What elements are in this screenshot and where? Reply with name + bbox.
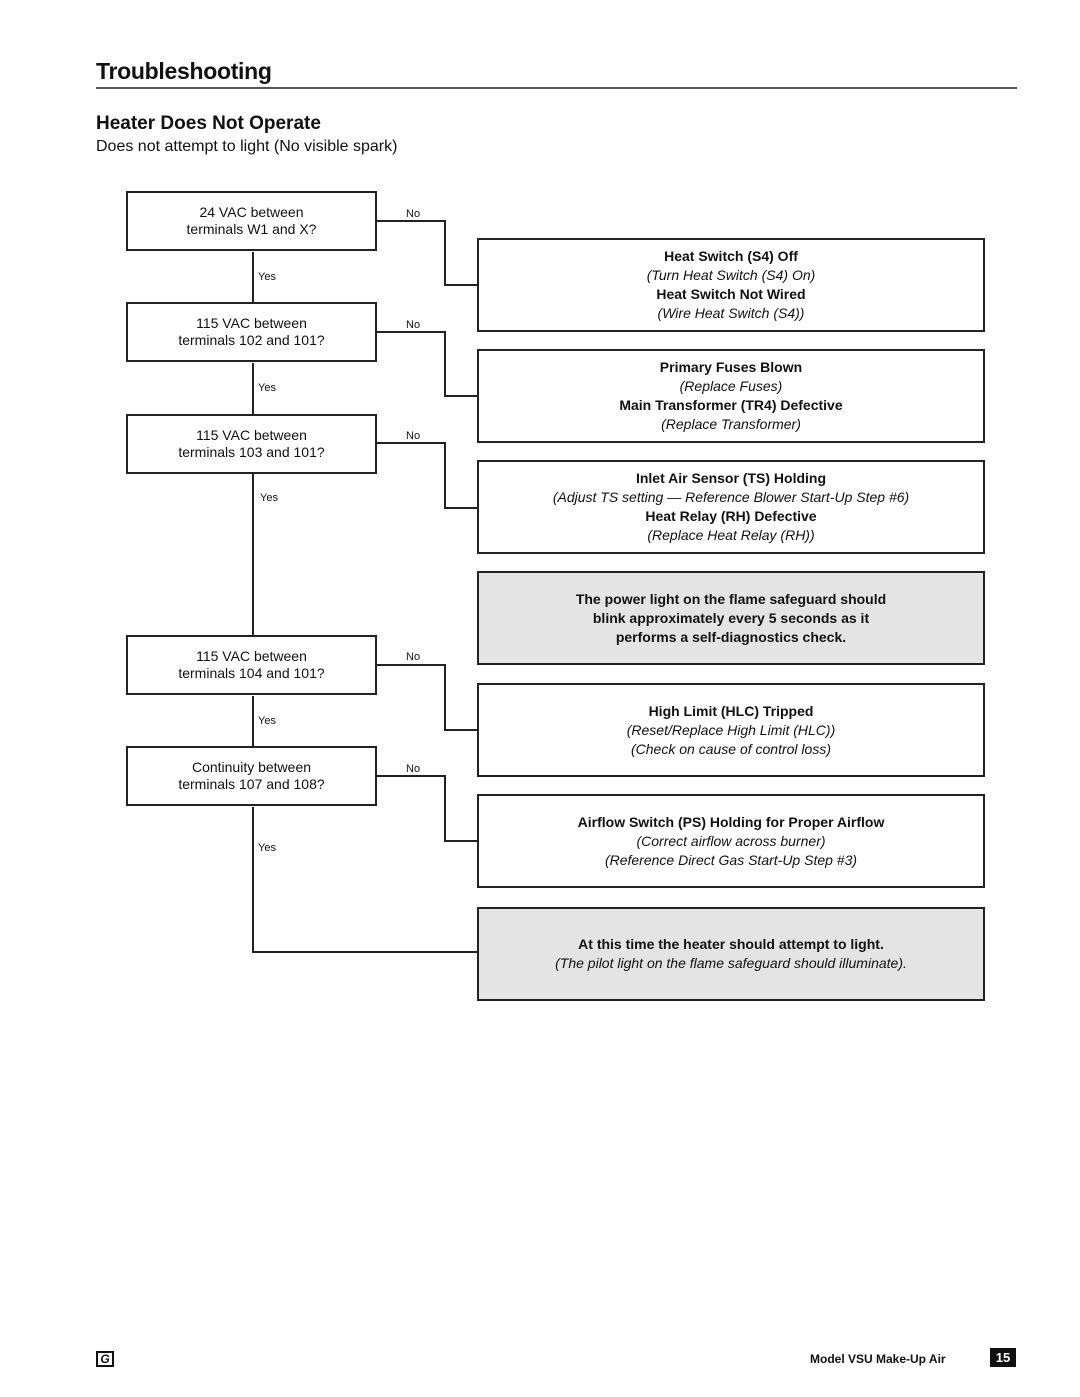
result-remedy: (Adjust TS setting — Reference Blower St… — [552, 489, 910, 505]
result-remedy: (Replace Transformer) — [661, 416, 801, 432]
question-line: terminals W1 and X? — [186, 221, 317, 237]
result-remedy: (Check on cause of control loss) — [631, 740, 831, 757]
question-line: terminals 104 and 101? — [178, 665, 325, 681]
result-cause: Heat Switch (S4) Off — [664, 248, 798, 264]
intro-text: Does not attempt to light (No visible sp… — [96, 138, 398, 155]
no-connector-1 — [377, 220, 477, 286]
question-line: Continuity between — [191, 759, 312, 775]
question-line: 24 VAC between — [199, 204, 304, 220]
question-line: 115 VAC between — [196, 315, 307, 331]
result-cause: Airflow Switch (PS) Holding for Proper A… — [577, 813, 885, 830]
result-cause: High Limit (HLC) Tripped — [648, 702, 814, 719]
no-label: No — [406, 430, 421, 442]
result-cause: Heat Relay (RH) Defective — [645, 508, 817, 524]
note-box-attempt-light: At this time the heater should attempt t… — [477, 907, 985, 1001]
no-label: No — [406, 651, 421, 663]
result-remedy: (Turn Heat Switch (S4) On) — [646, 267, 816, 283]
title-rule — [96, 87, 1017, 89]
question-line: terminals 107 and 108? — [178, 776, 325, 792]
no-connector-5 — [377, 775, 477, 842]
section-title: Troubleshooting — [96, 58, 272, 84]
footer-model: Model VSU Make-Up Air — [810, 1352, 946, 1366]
result-cause: Main Transformer (TR4) Defective — [619, 397, 843, 413]
yes-label: Yes — [260, 492, 278, 504]
no-connector-3 — [377, 442, 477, 509]
no-connector-4 — [377, 664, 477, 731]
note-line: blink approximately every 5 seconds as i… — [592, 609, 870, 626]
result-remedy: (Correct airflow across burner) — [636, 832, 826, 849]
yes-label: Yes — [258, 715, 276, 727]
result-remedy: (Reference Direct Gas Start-Up Step #3) — [604, 851, 858, 868]
note-box-flame-safeguard: The power light on the flame safeguard s… — [477, 571, 985, 665]
yes-label: Yes — [258, 842, 276, 854]
note-line: At this time the heater should attempt t… — [578, 936, 884, 952]
result-remedy: (Replace Fuses) — [679, 378, 783, 394]
question-line: terminals 102 and 101? — [178, 332, 325, 348]
yes-label: Yes — [258, 382, 276, 394]
result-box-airflow-switch: Airflow Switch (PS) Holding for Proper A… — [477, 794, 985, 888]
no-connector-2 — [377, 331, 477, 397]
brand-logo-icon: G — [96, 1351, 114, 1367]
yes-connector-final — [252, 807, 477, 953]
result-cause: Inlet Air Sensor (TS) Holding — [635, 470, 827, 486]
no-label: No — [406, 208, 421, 220]
question-line: 115 VAC between — [196, 427, 307, 443]
result-box-heat-switch: Heat Switch (S4) Off (Turn Heat Switch (… — [477, 238, 985, 332]
no-label: No — [406, 319, 421, 331]
result-box-inlet-sensor: Inlet Air Sensor (TS) Holding (Adjust TS… — [477, 460, 985, 554]
note-line: (The pilot light on the flame safeguard … — [555, 955, 907, 971]
page-number: 15 — [990, 1348, 1016, 1367]
note-line: performs a self-diagnostics check. — [615, 628, 847, 645]
result-box-high-limit: High Limit (HLC) Tripped (Reset/Replace … — [477, 683, 985, 777]
note-line: The power light on the flame safeguard s… — [575, 590, 887, 607]
result-cause: Primary Fuses Blown — [659, 359, 803, 375]
result-cause: Heat Switch Not Wired — [656, 286, 806, 302]
no-label: No — [406, 763, 421, 775]
result-remedy: (Replace Heat Relay (RH)) — [647, 527, 815, 543]
result-remedy: (Wire Heat Switch (S4)) — [657, 305, 805, 321]
page-heading: Heater Does Not Operate — [96, 113, 321, 134]
question-line: terminals 103 and 101? — [178, 444, 325, 460]
yes-label: Yes — [258, 271, 276, 283]
result-remedy: (Reset/Replace High Limit (HLC)) — [626, 721, 836, 738]
result-box-fuses-transformer: Primary Fuses Blown (Replace Fuses) Main… — [477, 349, 985, 443]
question-line: 115 VAC between — [196, 648, 307, 664]
